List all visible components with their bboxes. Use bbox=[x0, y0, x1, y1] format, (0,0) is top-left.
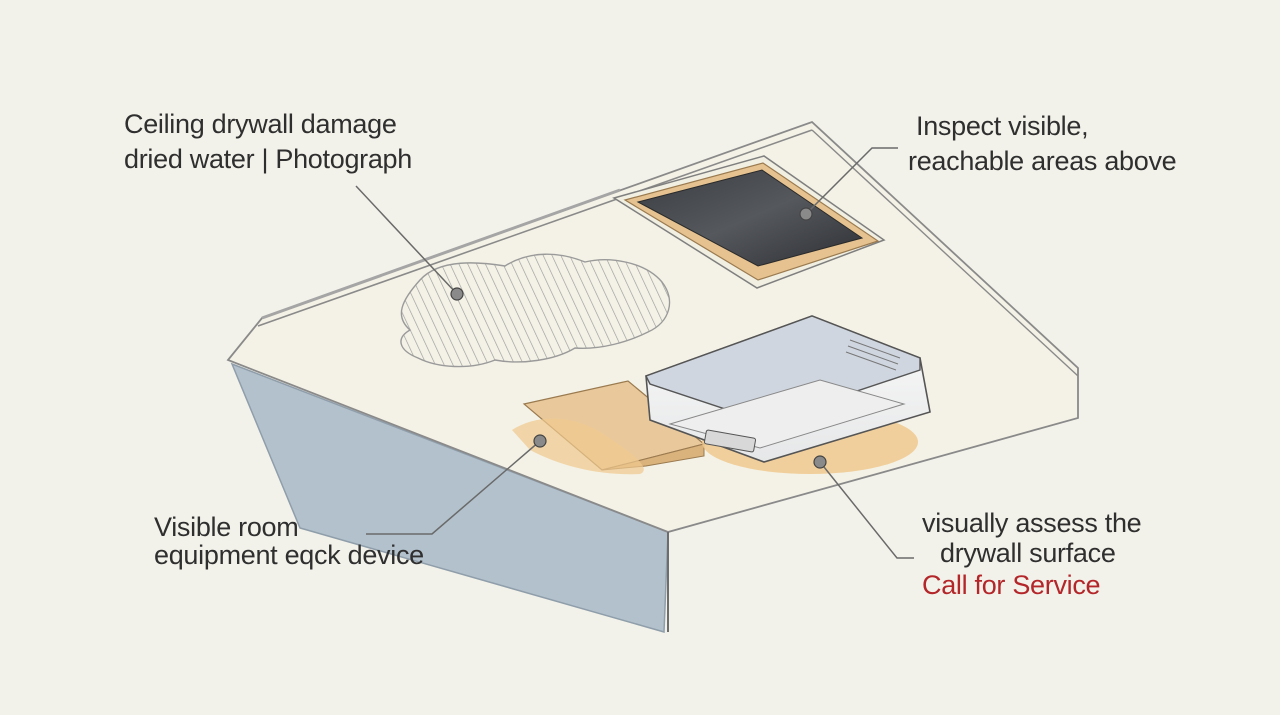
callout-inspect-line-2: reachable areas above bbox=[908, 146, 1177, 176]
leader-inspect bbox=[805, 147, 898, 215]
leader-assess bbox=[819, 461, 914, 559]
callout-dot-icon bbox=[533, 434, 547, 448]
leader-damage bbox=[355, 185, 458, 295]
callout-assess-line-2: drywall surface bbox=[940, 538, 1116, 568]
callout-inspect-line-1: Inspect visible, bbox=[916, 111, 1089, 141]
callout-assess-line-1: visually assess the bbox=[922, 508, 1142, 538]
callout-equipment-line-1: Visible room bbox=[154, 512, 299, 542]
callout-damage-line-1: Ceiling drywall damage bbox=[124, 109, 397, 139]
callout-label-assess: visually assess the drywall surface Call… bbox=[922, 508, 1142, 600]
ceiling-edge-line bbox=[811, 129, 1079, 377]
leader-equipment bbox=[366, 440, 541, 535]
callout-dot-icon bbox=[799, 207, 813, 221]
callout-label-inspect: Inspect visible, reachable areas above bbox=[908, 109, 1177, 179]
callout-dot-icon bbox=[813, 455, 827, 469]
ceiling-device-top bbox=[645, 315, 921, 423]
callout-label-damage: Ceiling drywall damage dried water | Pho… bbox=[124, 107, 412, 177]
callout-damage-line-2: dried water | Photograph bbox=[124, 144, 412, 174]
device-control-panel bbox=[703, 429, 757, 453]
ceiling-beam-line-2 bbox=[261, 188, 621, 320]
device-vent-lines bbox=[845, 339, 901, 371]
ceiling-beam-line bbox=[257, 129, 813, 327]
wood-panel-highlight bbox=[512, 418, 644, 475]
callout-dot-icon bbox=[450, 287, 464, 301]
callout-equipment-line-2: equipment eqck device bbox=[154, 540, 424, 570]
callout-label-equipment: Visible room equipment eqck device bbox=[154, 513, 424, 569]
water-stain bbox=[400, 253, 671, 368]
call-for-service-link[interactable]: Call for Service bbox=[922, 570, 1101, 600]
access-opening-cavity bbox=[636, 169, 864, 267]
